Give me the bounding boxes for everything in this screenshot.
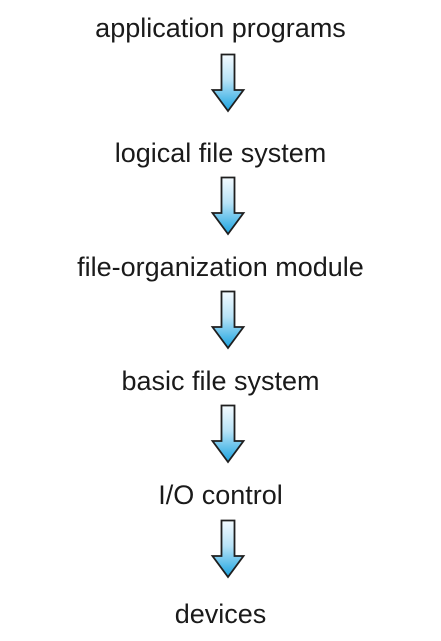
layer-application-programs: application programs	[95, 13, 346, 43]
layer-basic-file-system: basic file system	[121, 366, 320, 396]
layer-logical-file-system: logical file system	[114, 138, 327, 168]
down-arrow-icon	[210, 290, 246, 350]
layer-io-control: I/O control	[158, 480, 283, 510]
layer-file-organization-module: file-organization module	[77, 252, 364, 282]
down-arrow-icon	[210, 519, 246, 579]
down-arrow-icon	[210, 404, 246, 464]
down-arrow-icon	[210, 53, 246, 113]
down-arrow-icon	[210, 176, 246, 236]
layer-devices: devices	[174, 599, 267, 629]
